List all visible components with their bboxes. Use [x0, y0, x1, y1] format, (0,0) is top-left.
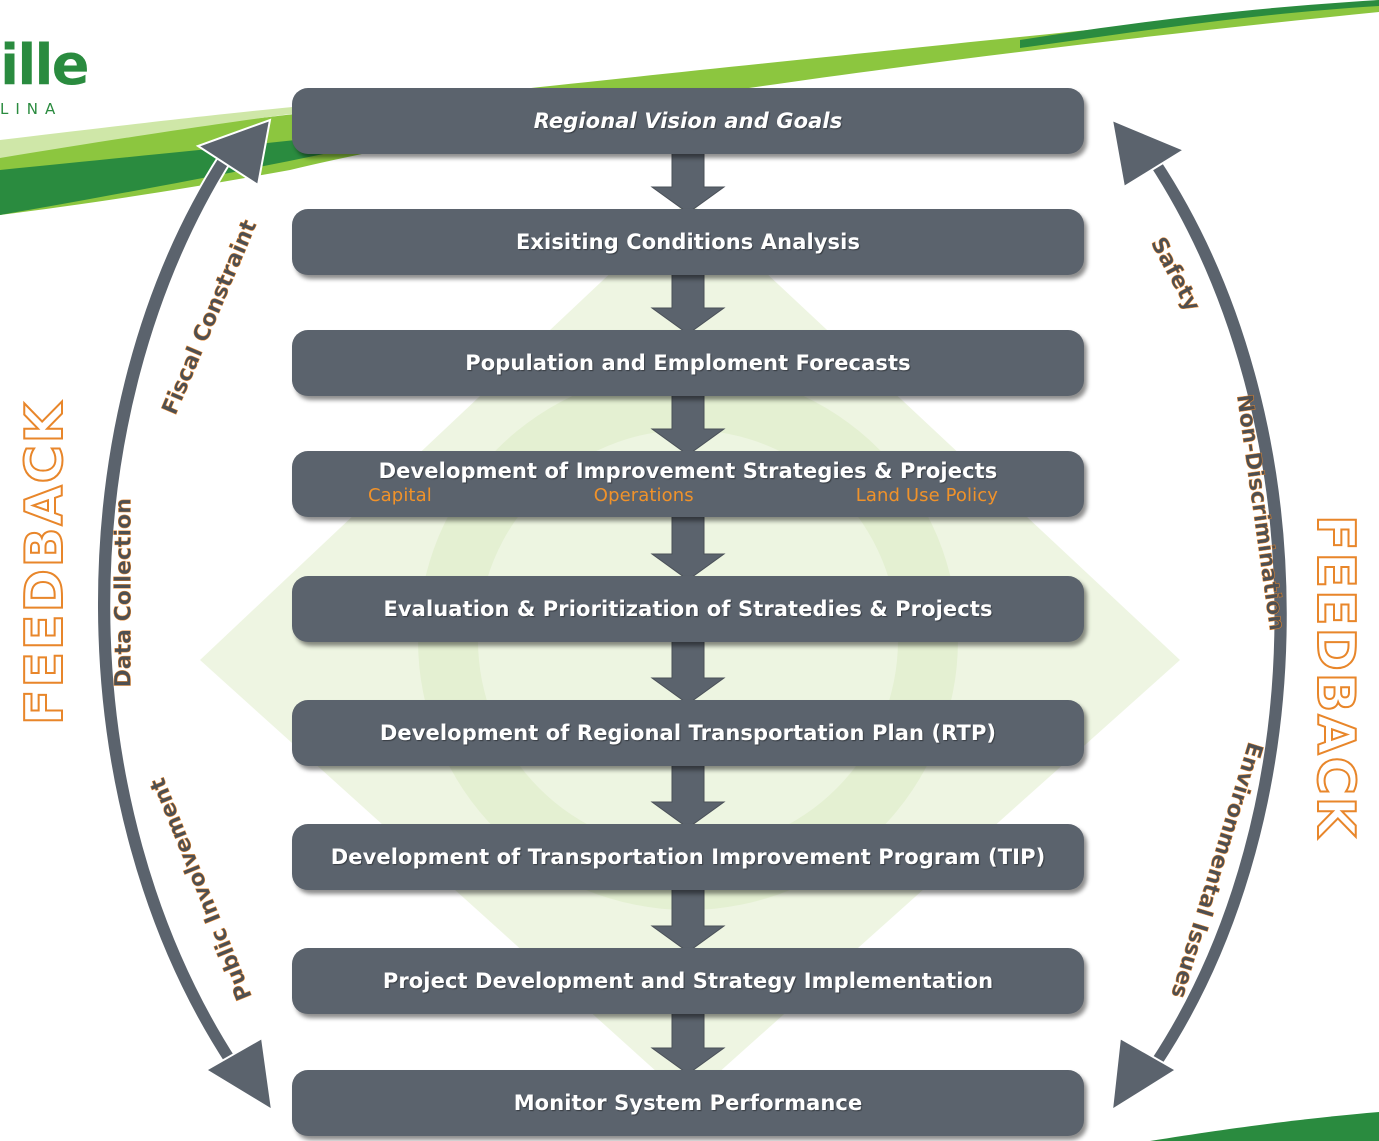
step-label: Evaluation & Prioritization of Stratedie…	[383, 597, 993, 621]
logo-text: ille	[0, 33, 90, 98]
step-label: Development of Transportation Improvemen…	[330, 845, 1046, 869]
category-land-use-policy: Land Use Policy	[855, 484, 998, 506]
step-forecasts: Population and Emploment Forecasts	[292, 330, 1084, 396]
step-label: Development of Regional Transportation P…	[379, 721, 997, 745]
step-connector-arrow	[650, 149, 726, 214]
left-arrow-head-top	[195, 118, 272, 187]
left-feedback-arrow	[96, 118, 274, 1112]
left-arrow-head-bottom	[204, 1036, 274, 1112]
step-project-development: Project Development and Strategy Impleme…	[292, 948, 1084, 1014]
category-capital: Capital	[368, 484, 432, 506]
right-feedback-label: FEEDBACK	[1304, 514, 1366, 840]
step-connector-arrow	[650, 761, 726, 829]
step-connector-arrow	[650, 637, 726, 705]
step-label: Development of Improvement Strategies & …	[378, 458, 998, 483]
data-collection-label: Data Collection	[111, 498, 137, 688]
right-feedback-arrow	[1110, 118, 1289, 1112]
step-label: Project Development and Strategy Impleme…	[382, 969, 994, 993]
right-arrow-head-bottom	[1110, 1036, 1178, 1112]
step-rtp: Development of Regional Transportation P…	[292, 700, 1084, 766]
step-tip: Development of Transportation Improvemen…	[292, 824, 1084, 890]
step-regional-vision: Regional Vision and Goals	[292, 88, 1084, 154]
step-improvement-strategies: Development of Improvement Strategies & …	[292, 451, 1084, 517]
step-label: Population and Emploment Forecasts	[465, 351, 911, 375]
left-feedback-label: FEEDBACK	[14, 400, 76, 726]
strategy-categories: Capital Operations Land Use Policy	[368, 485, 1008, 506]
footer-swoosh	[1150, 1112, 1379, 1141]
logo-subtitle: LINA	[0, 100, 63, 118]
step-connector-arrow	[650, 1009, 726, 1075]
step-label: Monitor System Performance	[513, 1091, 863, 1115]
step-connector-arrow	[650, 885, 726, 953]
step-monitor-performance: Monitor System Performance	[292, 1070, 1084, 1136]
header-swoosh	[0, 0, 1379, 215]
step-connector-arrow	[650, 270, 726, 335]
category-operations: Operations	[593, 484, 694, 506]
step-evaluation-prioritization: Evaluation & Prioritization of Stratedie…	[292, 576, 1084, 642]
step-connector-arrow	[650, 512, 726, 581]
step-connector-arrow	[650, 391, 726, 456]
step-label: Regional Vision and Goals	[533, 109, 843, 133]
step-label: Exisiting Conditions Analysis	[515, 230, 861, 254]
right-arrow-head-top	[1110, 118, 1187, 189]
step-existing-conditions: Exisiting Conditions Analysis	[292, 209, 1084, 275]
